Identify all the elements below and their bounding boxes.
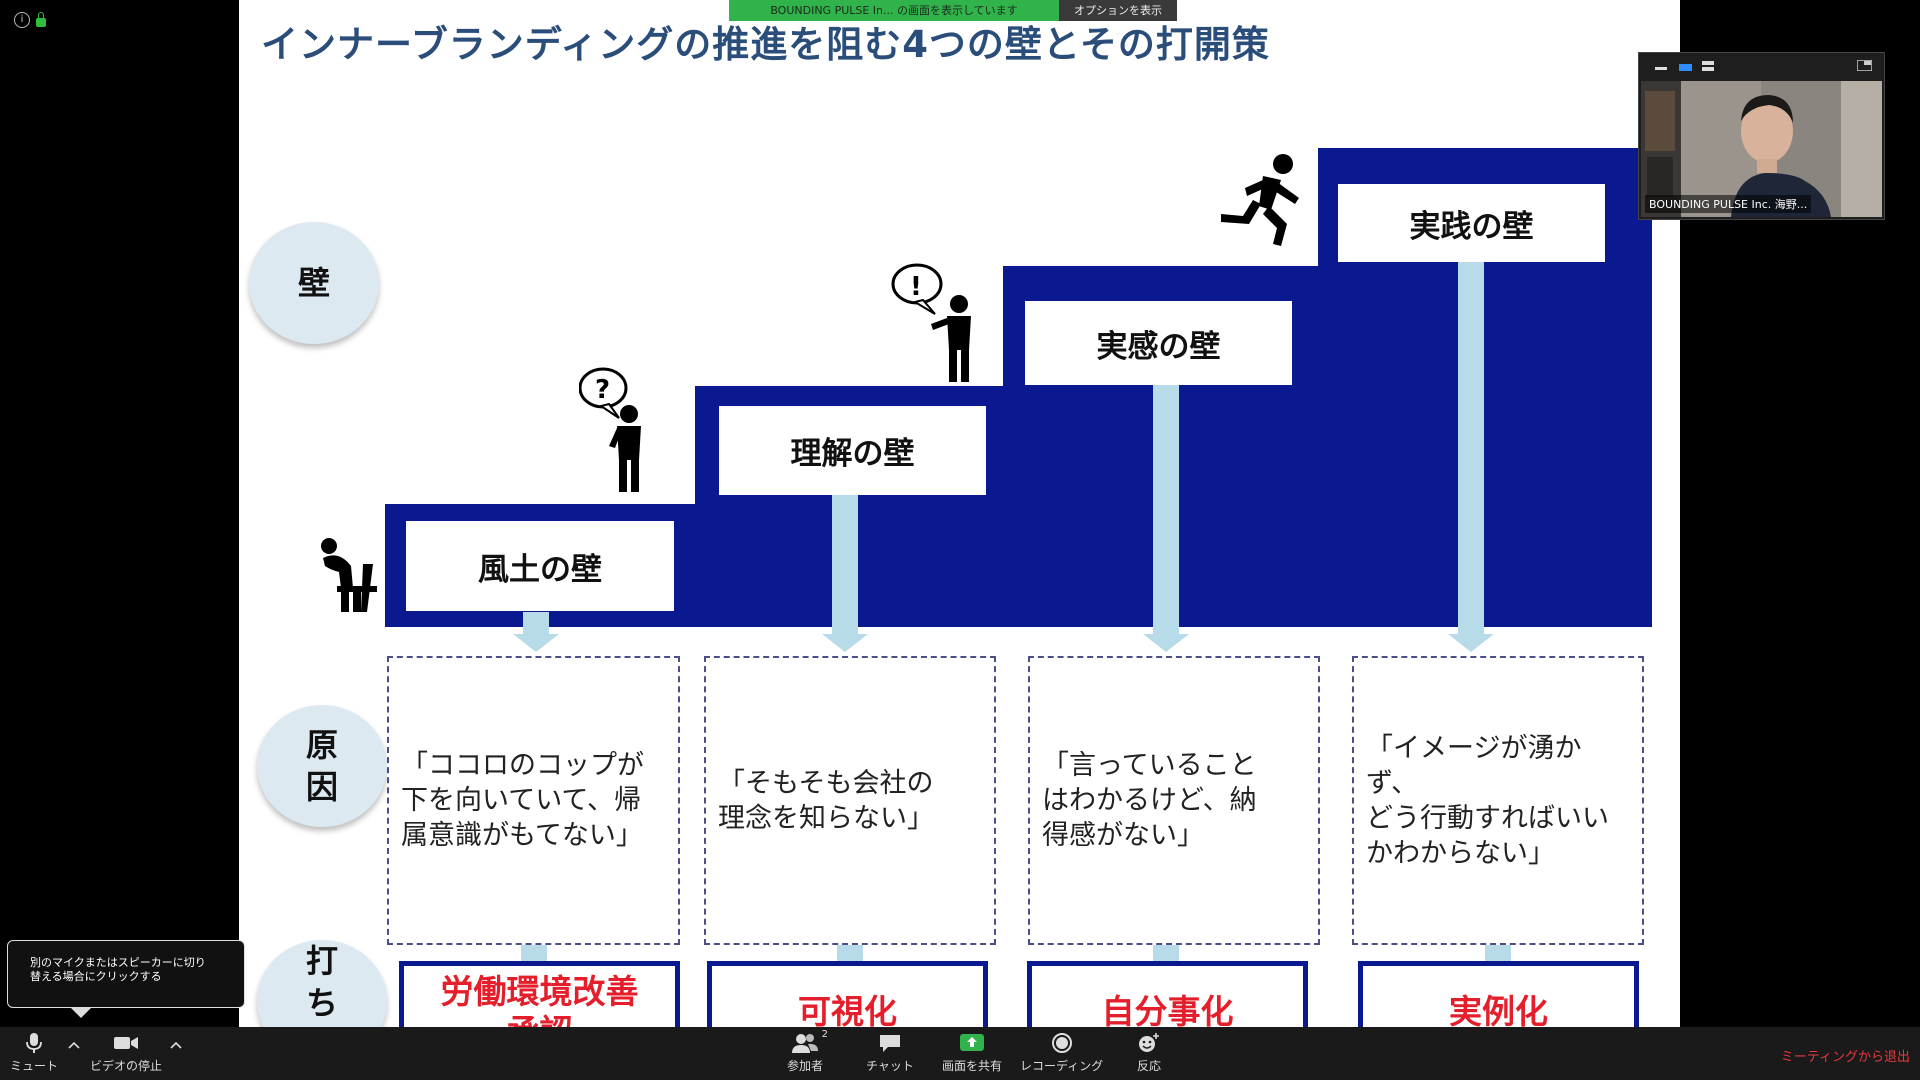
record-icon — [1051, 1033, 1072, 1053]
stickman-sitting-icon — [321, 538, 377, 612]
connector — [837, 945, 863, 965]
meeting-info[interactable]: i — [14, 11, 46, 28]
share-screen-button[interactable]: 画面を共有 — [942, 1032, 1002, 1074]
participants-button[interactable]: 2 参加者 — [787, 1029, 828, 1073]
wall-realization: 実感の壁 — [1025, 301, 1292, 385]
stickman-question-icon: ? — [579, 367, 641, 492]
row-label-wall: 壁 — [249, 222, 379, 344]
solution-box: 可視化 — [707, 961, 988, 1027]
connector — [1485, 945, 1511, 965]
solution-box: 労働環境改善 承認 — [399, 961, 680, 1027]
leave-meeting-button[interactable]: ミーティングから退出 — [1780, 1050, 1910, 1065]
participant-name-label: BOUNDING PULSE Inc. 海野... — [1645, 195, 1812, 213]
question-mark: ? — [595, 375, 610, 405]
meeting-toolbar: ミュート ビデオの停止 2 参加者 チャット — [0, 1027, 1920, 1080]
stickman-running-icon — [1221, 154, 1299, 246]
share-status-banner: BOUNDING PULSE In... の画面を表示しています — [729, 0, 1059, 21]
video-panel-header — [1639, 53, 1884, 79]
mute-button[interactable]: ミュート — [10, 1032, 58, 1074]
stickman-exclaim-icon: ! — [891, 263, 971, 382]
exit-fullscreen-icon[interactable] — [1857, 60, 1872, 71]
lock-icon[interactable] — [36, 11, 46, 27]
record-button[interactable]: レコーディング — [1020, 1032, 1103, 1074]
microphone-icon — [26, 1033, 42, 1053]
stop-video-button[interactable]: ビデオの停止 — [90, 1032, 162, 1074]
minimize-icon[interactable] — [1655, 67, 1667, 70]
cause-box: 「そもそも会社の 理念を知らない」 — [704, 656, 996, 945]
arrow-down — [513, 612, 559, 652]
reaction-icon — [1139, 1033, 1159, 1052]
exclamation-mark: ! — [910, 272, 922, 302]
info-icon[interactable]: i — [14, 12, 30, 28]
shared-screen-area: i インナーブランディングの推進を阻む4つの壁とその打開策 壁 原 因 打 ち … — [7, 0, 1885, 1027]
cause-box: 「ココロのコップが 下を向いていて、帰 属意識がもてない」 — [387, 656, 680, 945]
cause-box: 「イメージが湧かず、 どう行動すればいい かわからない」 — [1352, 656, 1644, 945]
chat-button[interactable]: チャット — [866, 1032, 914, 1074]
presentation-slide: インナーブランディングの推進を阻む4つの壁とその打開策 壁 原 因 打 ち 風土… — [239, 0, 1680, 1027]
wall-practice: 実践の壁 — [1338, 184, 1605, 262]
cause-box: 「言っていること はわかるけど、納 得感がない」 — [1028, 656, 1320, 945]
chevron-down-icon: ⌄ — [1113, 25, 1123, 38]
video-options-caret-icon[interactable] — [170, 1041, 182, 1049]
audio-switch-tooltip: 別のマイクまたはスピーカーに切り 替える場合にクリックする — [7, 940, 245, 1018]
solution-box: 実例化 — [1358, 961, 1639, 1027]
solution-box: 自分事化 — [1027, 961, 1308, 1027]
video-camera-icon — [114, 1037, 138, 1049]
participant-video: BOUNDING PULSE Inc. 海野... — [1641, 81, 1882, 217]
gallery-view-icon[interactable] — [1702, 61, 1714, 72]
participant-count: 2 — [821, 1029, 828, 1040]
row-label-solution: 打 ち — [257, 940, 387, 1027]
arrow-down — [822, 490, 868, 652]
participants-icon — [792, 1034, 818, 1053]
wall-understanding: 理解の壁 — [719, 406, 986, 495]
speaker-view-icon[interactable] — [1679, 64, 1692, 71]
arrow-down — [1448, 256, 1494, 652]
slide-title: インナーブランディングの推進を阻む4つの壁とその打開策 — [261, 23, 1270, 66]
view-options-button[interactable]: オプションを表示 ⌄ — [1059, 0, 1177, 38]
participant-video-image — [1641, 81, 1882, 217]
reactions-button[interactable]: 反応 — [1137, 1032, 1161, 1074]
connector — [1153, 945, 1179, 965]
screen-share-bar: BOUNDING PULSE In... の画面を表示しています オプションを表… — [729, 0, 1177, 38]
row-label-cause: 原 因 — [257, 705, 387, 827]
arrow-down — [1143, 380, 1189, 652]
chat-icon — [879, 1035, 900, 1052]
wall-culture: 風土の壁 — [406, 521, 674, 611]
share-screen-icon — [960, 1034, 984, 1051]
participant-video-panel[interactable]: BOUNDING PULSE Inc. 海野... — [1638, 52, 1885, 220]
audio-options-caret-icon[interactable] — [68, 1041, 80, 1049]
connector — [521, 945, 547, 965]
